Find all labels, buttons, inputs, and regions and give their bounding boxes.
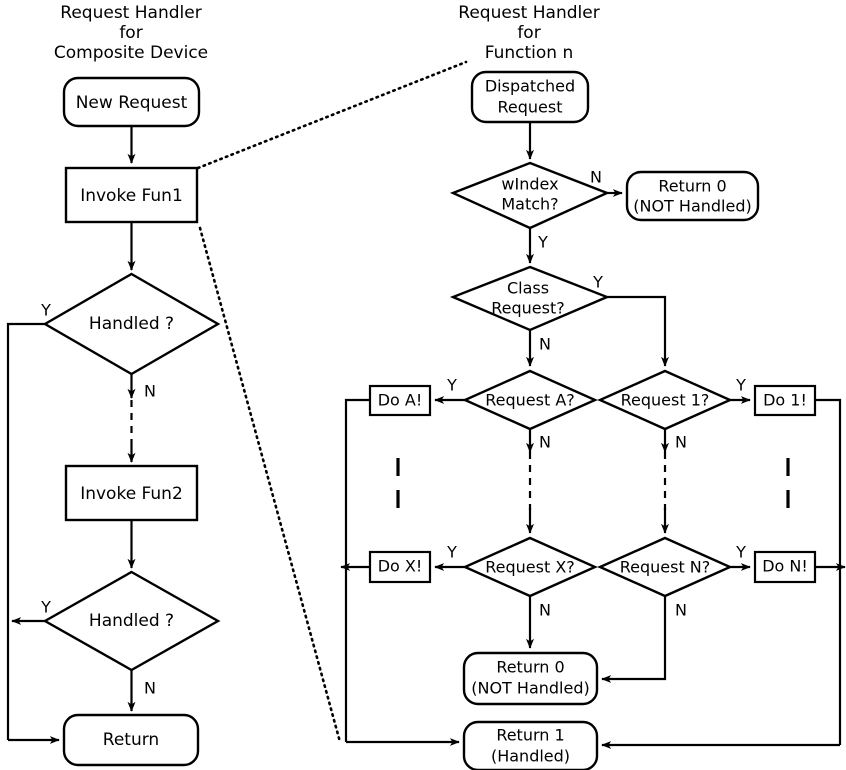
edge-label-handled2-yes: Y bbox=[40, 598, 51, 617]
edge-label-handled2-no: N bbox=[144, 679, 156, 698]
right-panel-heading-line3: Function n bbox=[485, 43, 574, 63]
edge-label-request-a-yes: Y bbox=[446, 376, 457, 395]
node-request-a-label: Request A? bbox=[485, 391, 575, 410]
left-panel-heading-line1: Request Handler bbox=[60, 3, 201, 23]
expansion-link-top bbox=[196, 60, 468, 170]
node-return1-line1: Return 1 bbox=[496, 726, 564, 745]
edge-label-request-1-no: N bbox=[675, 433, 687, 452]
node-invoke-fun2-label: Invoke Fun2 bbox=[80, 484, 183, 504]
node-return0-top-line2: (NOT Handled) bbox=[633, 197, 751, 216]
edge-do-a-to-left-rail bbox=[344, 398, 370, 742]
node-do-1[interactable] bbox=[753, 384, 817, 417]
node-do-x[interactable] bbox=[368, 550, 432, 584]
node-return0-bottom-line1: Return 0 bbox=[496, 658, 564, 677]
node-return0-bottom-line2: (NOT Handled) bbox=[471, 679, 589, 698]
node-request-x-label: Request X? bbox=[485, 558, 575, 577]
node-handled-decision-1-label: Handled ? bbox=[89, 314, 174, 334]
node-class-request-line2: Request? bbox=[491, 299, 564, 318]
node-new-request-label: New Request bbox=[76, 93, 188, 113]
left-panel-heading-line3: Composite Device bbox=[54, 43, 208, 63]
edge-label-handled1-no: N bbox=[144, 382, 156, 401]
edge-label-windex-no: N bbox=[590, 168, 602, 187]
node-request-n-label: Request N? bbox=[620, 558, 711, 577]
edge-class-yes-to-request1 bbox=[607, 295, 669, 367]
edge-do-1-to-right-rail bbox=[815, 398, 842, 745]
node-do-1-label: Do 1! bbox=[763, 391, 807, 410]
edge-label-request-n-yes: Y bbox=[735, 543, 746, 562]
edge-label-request-x-yes: Y bbox=[446, 543, 457, 562]
node-windex-match-line1: wIndex bbox=[501, 175, 558, 194]
edge-label-class-yes: Y bbox=[592, 273, 603, 292]
node-return1-line2: (Handled) bbox=[491, 747, 570, 766]
node-return[interactable] bbox=[62, 713, 200, 767]
node-invoke-fun2[interactable] bbox=[64, 464, 199, 522]
edge-label-request-x-no: N bbox=[539, 601, 551, 620]
node-handled-decision-2-label: Handled ? bbox=[89, 611, 174, 631]
edge-label-request-n-no: N bbox=[675, 601, 687, 620]
node-dispatched-request-line2: Request bbox=[498, 98, 563, 117]
edge-label-class-no: N bbox=[539, 335, 551, 354]
node-windex-match-line2: Match? bbox=[501, 195, 558, 214]
node-request-1-label: Request 1? bbox=[621, 391, 710, 410]
node-class-request-line1: Class bbox=[507, 279, 549, 298]
node-return0-top[interactable] bbox=[625, 170, 760, 222]
edge-label-windex-yes: Y bbox=[537, 233, 548, 252]
node-return1[interactable] bbox=[462, 720, 599, 770]
node-return0-top-line1: Return 0 bbox=[658, 177, 726, 196]
node-dispatched-request-line1: Dispatched bbox=[485, 77, 575, 96]
edge-request-n-no-to-return0-bottom bbox=[601, 596, 667, 683]
node-return-label: Return bbox=[103, 730, 159, 750]
node-do-x-label: Do X! bbox=[378, 557, 423, 576]
edge-label-request-a-no: N bbox=[539, 433, 551, 452]
right-panel-heading-line1: Request Handler bbox=[458, 3, 599, 23]
edge-label-request-1-yes: Y bbox=[735, 376, 746, 395]
node-do-n-label: Do N! bbox=[762, 557, 808, 576]
expansion-link-bottom bbox=[198, 226, 342, 744]
node-invoke-fun1-label: Invoke Fun1 bbox=[80, 186, 183, 206]
node-invoke-fun1[interactable] bbox=[64, 166, 199, 224]
edge-label-handled1-yes: Y bbox=[40, 301, 51, 320]
left-panel-heading-line2: for bbox=[119, 23, 142, 43]
node-return0-bottom[interactable] bbox=[462, 651, 599, 706]
node-do-a-label: Do A! bbox=[378, 391, 423, 410]
right-panel-heading-line2: for bbox=[517, 23, 540, 43]
edge-handled1-yes-rail bbox=[6, 322, 45, 740]
